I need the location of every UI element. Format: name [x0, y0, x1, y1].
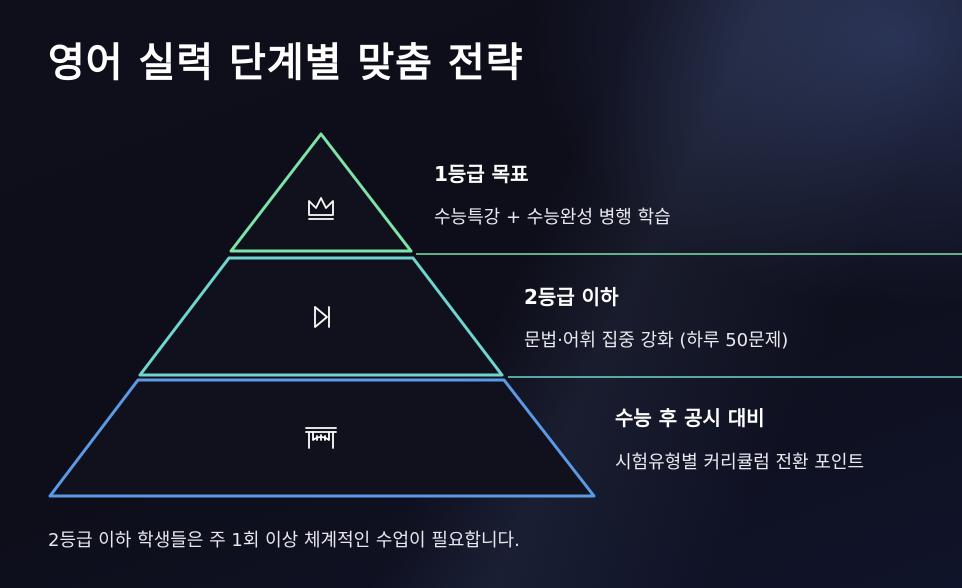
tier-1-description: 수능특강 + 수능완성 병행 학습 — [434, 207, 671, 228]
tier-1-heading: 1등급 목표 — [434, 162, 529, 186]
pyramid-tier-1 — [229, 132, 413, 253]
tier-2-description: 문법·어휘 집중 강화 (하루 50문제) — [524, 330, 789, 351]
page-title: 영어 실력 단계별 맞춤 전략 — [48, 40, 524, 86]
bridge-icon — [305, 427, 337, 449]
pyramid-tier-2 — [138, 256, 504, 377]
pyramid-tier-3 — [48, 378, 596, 498]
footnote: 2등급 이하 학생들은 주 1회 이상 체계적인 수업이 필요합니다. — [48, 530, 520, 551]
tier-3-heading: 수능 후 공시 대비 — [615, 406, 765, 430]
skip-forward-icon — [314, 306, 330, 328]
tier-2-heading: 2등급 이하 — [524, 285, 619, 309]
tier-3-description: 시험유형별 커리큘럼 전환 포인트 — [615, 452, 865, 473]
crown-icon — [308, 197, 334, 220]
